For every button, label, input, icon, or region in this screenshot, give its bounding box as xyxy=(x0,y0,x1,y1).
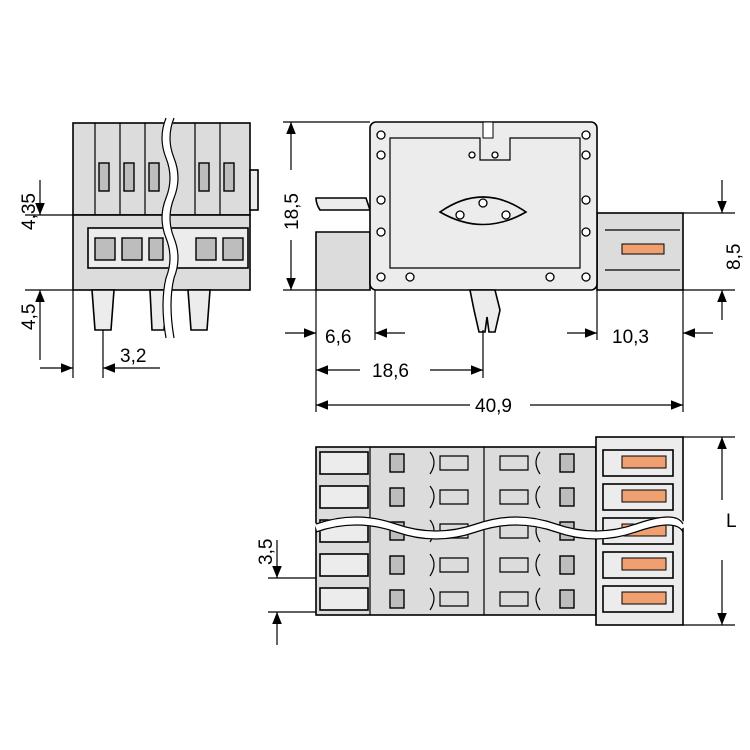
dim-40-9: 40,9 xyxy=(475,396,512,417)
dim-3-5: 3,5 xyxy=(256,539,277,565)
dim-18-5: 18,5 xyxy=(282,193,303,230)
dim-18-6: 18,6 xyxy=(372,361,409,382)
front-view xyxy=(72,116,259,339)
dim-8-5: 8,5 xyxy=(724,244,745,270)
top-dimensions xyxy=(268,436,735,645)
dim-3-2: 3,2 xyxy=(120,346,146,367)
side-dimensions xyxy=(283,121,735,412)
dim-6-6: 6,6 xyxy=(325,327,351,348)
side-view xyxy=(315,121,684,333)
front-dimensions xyxy=(25,180,160,378)
dim-4-35: 4,35 xyxy=(19,193,40,230)
dim-L: L xyxy=(726,511,737,532)
dim-10-3: 10,3 xyxy=(612,327,649,348)
dim-4-5: 4,5 xyxy=(19,304,40,330)
top-view xyxy=(314,436,688,626)
